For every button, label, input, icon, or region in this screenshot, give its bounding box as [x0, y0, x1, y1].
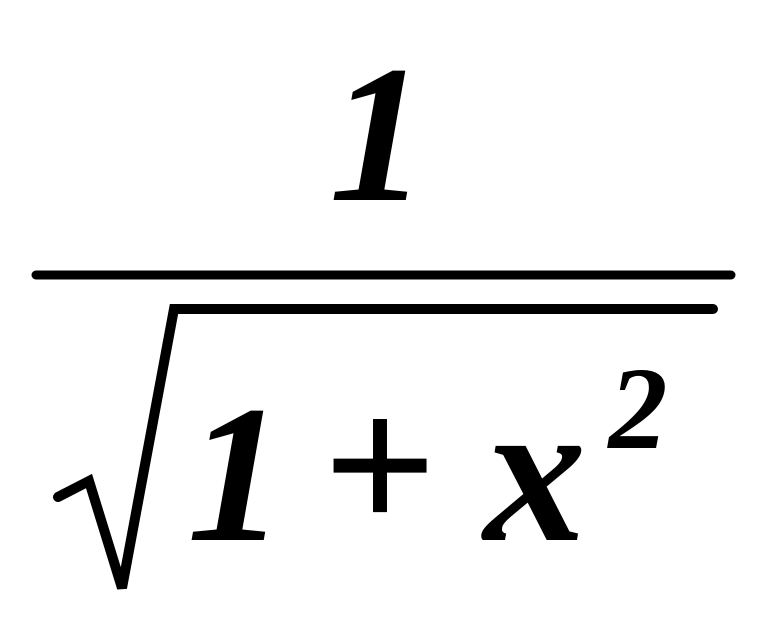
variable-x: x: [481, 358, 587, 585]
exponent: 2: [607, 343, 668, 474]
radicand-constant: 1: [187, 366, 285, 583]
numerator: 1: [329, 26, 427, 243]
plus-operator: +: [323, 355, 437, 576]
radical-sign: [53, 304, 718, 590]
